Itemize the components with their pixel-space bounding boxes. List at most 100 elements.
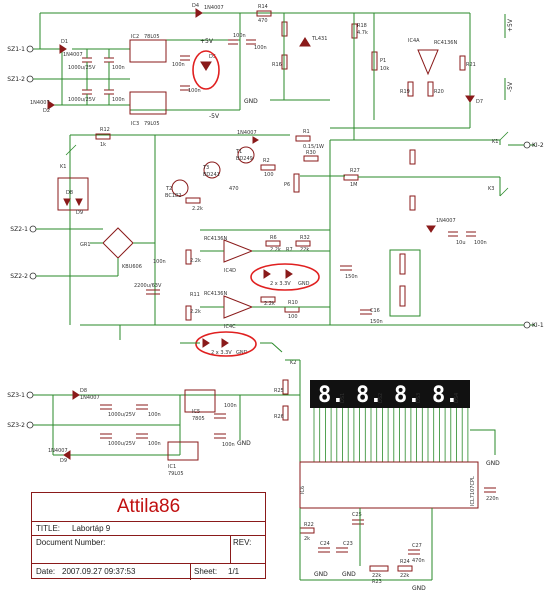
r24-resistor xyxy=(397,565,413,572)
r1-resistor xyxy=(295,135,311,142)
ic4a-label: IC4A xyxy=(408,38,420,44)
title-row: TITLE: Labortáp 9 xyxy=(32,521,265,536)
r32-label: R32 xyxy=(300,235,310,241)
r6-value: 2.2k xyxy=(270,247,281,253)
c3-value: 1000u/25V xyxy=(68,97,96,103)
ic2-regulator xyxy=(129,39,167,63)
ic6-label: IC6 xyxy=(300,486,306,494)
c17-value: 1000u/25V xyxy=(108,412,136,418)
plus5-label: +5V xyxy=(200,38,214,45)
d8b-label: D8 xyxy=(80,388,87,394)
d4-value: 1N4007 xyxy=(204,5,224,11)
date-key: Date: xyxy=(36,567,56,576)
r19-label: R19 xyxy=(400,89,410,95)
r12-value: 1k xyxy=(100,142,106,148)
zener-pair-1-gnd: GND xyxy=(298,281,310,287)
d4-diode-icon xyxy=(195,8,203,18)
c10-value: 100n xyxy=(153,259,166,265)
d8-d9-led-icons xyxy=(63,198,83,207)
c14-value: 10u xyxy=(456,240,466,246)
k3-contact xyxy=(499,187,509,197)
tl431-value: TL431 xyxy=(311,36,327,42)
t2-transistor xyxy=(171,179,189,197)
r7-label: R7 xyxy=(286,247,293,253)
t3-label: T3 xyxy=(202,165,209,171)
c11-value: 100n xyxy=(233,33,246,39)
r22-label: R22 xyxy=(304,522,314,528)
c27-value: 470n xyxy=(412,558,425,564)
d1-value: 1N4007 xyxy=(63,52,83,58)
r14-value: 470 xyxy=(258,18,268,24)
r11-value: 2.2k xyxy=(190,309,201,315)
c23-label: C23 xyxy=(343,541,353,547)
minus5-label: -5V xyxy=(209,113,220,120)
title-block: Attila86 TITLE: Labortáp 9 Document Numb… xyxy=(31,492,266,580)
c25-label: C25 xyxy=(352,512,362,518)
r10-resistor xyxy=(284,306,300,313)
sheet-value: 1/1 xyxy=(228,567,240,576)
k1-label: K1 xyxy=(60,164,66,170)
gr1-bridge-rectifier xyxy=(102,227,134,259)
lower-gnd-2: GND xyxy=(342,571,356,578)
c16-value: 150n xyxy=(370,319,383,325)
c15-value: 100n xyxy=(474,240,487,246)
right-plus5-label: +5V xyxy=(507,18,514,32)
d2-diode-icon xyxy=(47,100,55,110)
r20-label: R20 xyxy=(434,89,444,95)
t1-value: BD249 xyxy=(236,156,253,162)
d8-label: D8 xyxy=(66,190,73,196)
ic5-regulator xyxy=(184,389,216,413)
display-digit-1: 8. xyxy=(318,383,345,408)
d2-value: 1N4007 xyxy=(30,100,50,106)
p1-label: P1 xyxy=(380,58,386,64)
r29-resistor xyxy=(409,195,416,211)
r26-resistor xyxy=(282,405,289,421)
r32-resistor xyxy=(295,240,311,247)
c26-value: 220n xyxy=(486,496,499,502)
r12-resistor xyxy=(95,133,111,140)
r4-value: 2.2k xyxy=(192,206,203,212)
r14-label: R14 xyxy=(258,4,268,10)
c24-label: C24 xyxy=(320,541,330,547)
ic1-regulator xyxy=(167,441,199,461)
c18-value: 100n xyxy=(148,412,161,418)
d2-label: D2 xyxy=(43,108,50,114)
d9b-diode-icon xyxy=(63,450,71,460)
ic6-gnd-label: GND xyxy=(486,460,500,467)
k1-relay-box xyxy=(57,177,89,211)
r24-label: R24 xyxy=(400,559,410,565)
p6-potentiometer xyxy=(293,173,300,193)
ic4d-label: IC4D xyxy=(224,268,236,274)
r1-label: R1 xyxy=(303,129,310,135)
date-value: 2007.09.27 09:37:53 xyxy=(62,567,136,576)
title-value: Labortáp 9 xyxy=(72,524,111,533)
ic5-value: 7805 xyxy=(192,416,205,422)
ic4d-opamp xyxy=(223,239,254,263)
ic5-label: IC5 xyxy=(192,409,200,415)
middle-regulator-section: R1 0.15/1W R12 1k K1 D8 D9 T2 BC182 T3 B… xyxy=(35,127,535,357)
connector-label-sz1-1: SZ1-1 xyxy=(7,46,25,53)
connector-label-sz2-2: SZ2-2 xyxy=(10,273,28,280)
r19-resistor xyxy=(407,81,414,97)
ic4c-label: IC4C xyxy=(224,324,236,330)
d9-label: D9 xyxy=(76,210,83,216)
c22-value: 100n xyxy=(222,442,235,448)
k2-label: K2 xyxy=(290,360,296,366)
r21-resistor xyxy=(459,55,466,71)
date-row: Date: 2007.09.27 09:37:53 Sheet: 1/1 xyxy=(32,563,265,580)
display-digit-4: 8. xyxy=(432,383,459,408)
k1-contact-label: K1 xyxy=(492,139,498,145)
ic3-regulator xyxy=(129,91,167,115)
connector-terminal-sz1-1 xyxy=(26,45,34,53)
connector-terminal-ki-2 xyxy=(523,141,531,149)
p1-value: 10k xyxy=(380,66,389,72)
r26-label: R26 xyxy=(274,414,284,420)
c9-value: 150n xyxy=(345,274,358,280)
connector-label-ki-1: KI-1 xyxy=(532,322,544,329)
d5-highlight-ring xyxy=(192,50,220,90)
r23-potentiometer xyxy=(369,565,389,572)
d8b-diode-icon xyxy=(72,390,80,400)
ic3-value: 79L05 xyxy=(144,121,160,127)
